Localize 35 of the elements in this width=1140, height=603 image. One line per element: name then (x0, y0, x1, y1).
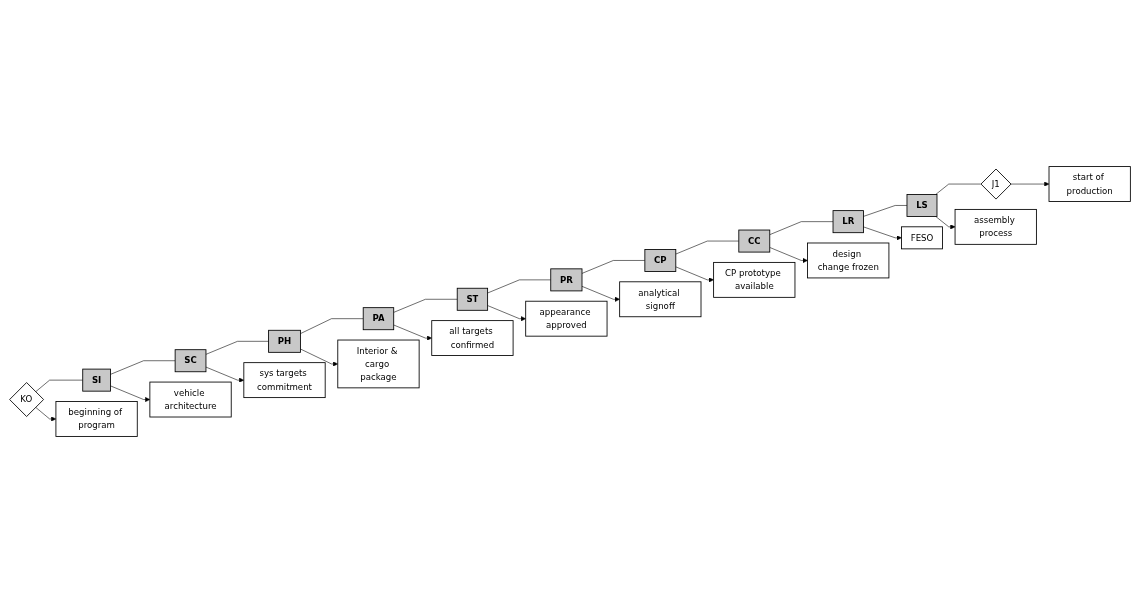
node-box: CC (738, 229, 771, 253)
node-diamond: KO (9, 382, 45, 417)
connector (935, 183, 981, 195)
node-box: sys targets commitment (243, 362, 326, 399)
node-box: PH (268, 329, 301, 353)
node-diamond: J1 (980, 168, 1012, 200)
node-box: PR (550, 268, 583, 292)
node-box: LR (832, 210, 864, 234)
connector (110, 360, 176, 375)
node-box: LS (906, 194, 938, 217)
node-box: ST (456, 287, 489, 311)
connector (393, 299, 458, 313)
connector (300, 318, 364, 334)
connector (769, 221, 834, 235)
node-box: Interior & cargo package (337, 339, 420, 389)
node-box: beginning of program (55, 401, 138, 437)
node-box: FESO (901, 226, 943, 250)
connector (863, 205, 908, 217)
node-box: analytical signoff (619, 281, 702, 318)
node-box: vehicle architecture (149, 381, 232, 418)
node-box: CP prototype available (713, 261, 796, 298)
connector (487, 279, 552, 294)
node-box: all targets confirmed (431, 320, 514, 356)
connector (581, 260, 646, 274)
node-box: start of production (1048, 166, 1131, 202)
node-box: SI (82, 368, 111, 392)
connector (205, 341, 269, 355)
node-box: design change frozen (807, 242, 890, 279)
node-box: assembly process (954, 208, 1037, 245)
connector (35, 379, 84, 393)
node-box: appearance approved (525, 300, 608, 337)
node-box: PA (362, 307, 395, 331)
node-box: SC (174, 349, 207, 373)
node-box: CP (644, 249, 677, 272)
connector (675, 240, 740, 255)
